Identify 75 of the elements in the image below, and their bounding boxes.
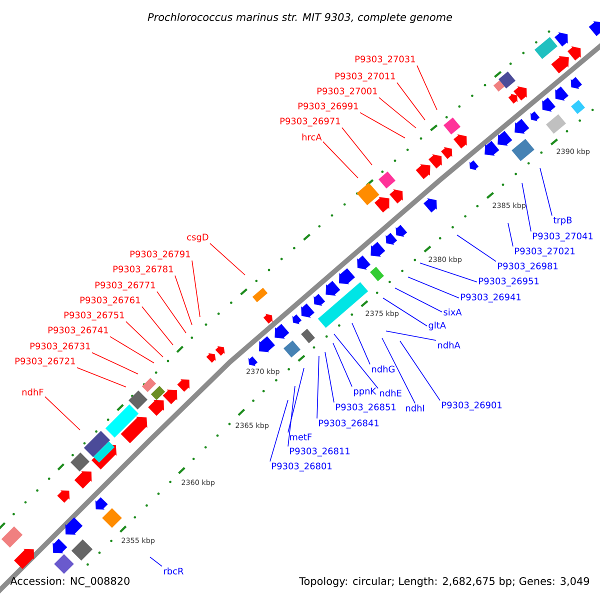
gene-label: ndhG (372, 366, 394, 372)
leader-line (126, 321, 164, 358)
leader-line (316, 356, 320, 419)
leader-line (342, 127, 372, 166)
leader-line (110, 336, 154, 364)
gene-label: P9303_26901 (442, 402, 502, 410)
gene-label: P9303_26851 (336, 404, 396, 412)
gene-label: P9303_26721 (15, 358, 75, 366)
leader-line (174, 275, 192, 326)
leader-line (270, 400, 288, 462)
leader-line (352, 322, 370, 365)
gene-label: P9303_26771 (95, 282, 155, 290)
gene-label: P9303_27001 (317, 88, 377, 96)
gene-label: ppnK (354, 388, 376, 396)
gene-label: P9303_26791 (130, 250, 190, 260)
gene-label: P9303_26941 (461, 294, 521, 302)
leader-line (288, 386, 296, 447)
leader-line (416, 65, 438, 110)
leader-line (76, 367, 126, 388)
leader-line (540, 168, 552, 216)
gene-label: P9303_26991 (298, 102, 358, 112)
gene-label: csgD (187, 234, 208, 242)
gene-label: P9303_26951 (479, 278, 539, 286)
leader-line (92, 352, 138, 374)
genome-info-text: Accession: NC_008820 (10, 576, 130, 588)
leader-line (334, 334, 378, 389)
gene-label: P9303_26781 (113, 266, 173, 274)
leader-line (150, 556, 162, 567)
gene-label: trpB (553, 216, 572, 226)
gene-label: P9303_26841 (319, 420, 379, 428)
leader-line (142, 306, 174, 346)
leader-line (44, 396, 80, 430)
leader-line (508, 222, 514, 247)
leader-line (288, 368, 304, 433)
gene-label: P9303_26761 (80, 296, 140, 306)
gene-label: metF (290, 434, 312, 440)
leader-line (522, 182, 532, 232)
gene-label: P9303_26971 (280, 118, 340, 126)
leader-line (360, 112, 406, 138)
leader-line (382, 298, 428, 326)
leader-line (378, 97, 416, 128)
gene-label: ndhE (380, 390, 402, 396)
gene-label: P9303_27031 (355, 56, 415, 64)
leader-line (156, 291, 186, 334)
gene-label: P9303_26981 (498, 262, 558, 272)
gene-label: ndhA (438, 342, 460, 348)
title: Prochlorococcus marinus str. MIT 9303, complete genome (148, 12, 452, 24)
leader-line (210, 243, 246, 276)
gene-label: P9303_27021 (515, 248, 575, 256)
gene-label: P9303_26731 (30, 342, 90, 352)
gene-label: P9303_27041 (533, 232, 593, 242)
genome-info-text: Topology: circular; Length: 2,682,675 bp; Genes: 3,049 (299, 576, 590, 588)
gene-label: P9303_26741 (48, 326, 108, 336)
leader-line (396, 82, 426, 120)
leader-line (324, 352, 334, 403)
leader-line (332, 342, 352, 387)
leader-line (456, 234, 496, 262)
gene-label: P9303_26801 (272, 462, 332, 472)
gene-label: P9303_26751 (64, 312, 124, 320)
gene-label: rbcR (164, 568, 184, 574)
gene-label: gltA (428, 322, 446, 330)
leader-line (322, 141, 358, 178)
leader-line (420, 262, 478, 282)
leader-line (382, 338, 416, 404)
gene-label: P9303_26811 (290, 448, 350, 456)
gene-label: ndhI (406, 404, 424, 412)
leader-line (394, 288, 442, 312)
gene-label: sixA (444, 308, 462, 316)
leader-line (400, 340, 440, 401)
leader-line (192, 260, 200, 318)
gene-label: hrcA (302, 134, 322, 140)
gene-label: ndhF (22, 388, 44, 396)
leader-line (386, 330, 436, 341)
gene-label: P9303_27011 (335, 72, 395, 82)
leader-line (408, 276, 460, 298)
